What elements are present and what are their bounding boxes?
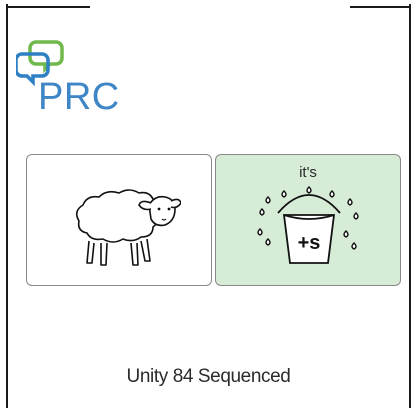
frame-right-edge xyxy=(409,4,411,408)
bucket-text: +s xyxy=(298,232,321,254)
logo-text: PRC xyxy=(38,76,120,118)
caption: Unity 84 Sequenced xyxy=(126,366,291,387)
sheep-button[interactable] xyxy=(26,154,212,286)
sheep-icon xyxy=(75,189,181,266)
symbol-grid: it's +s xyxy=(24,152,402,288)
its-button-label: it's xyxy=(299,164,317,181)
bucket-plus-s-icon: +s xyxy=(257,186,359,264)
speech-bubbles-icon xyxy=(16,40,64,87)
frame-top-gap xyxy=(90,5,350,9)
prc-logo xyxy=(16,38,126,118)
its-button[interactable]: it's +s xyxy=(215,154,401,286)
frame-left-edge xyxy=(6,4,8,408)
